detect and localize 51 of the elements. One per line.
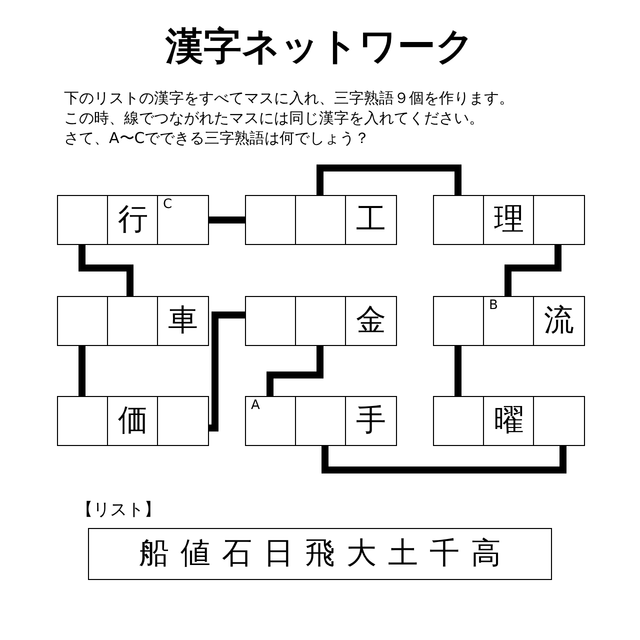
answer-cell: [107, 396, 158, 446]
title: 漢字ネットワーク: [164, 23, 476, 70]
kanji-character: 車: [168, 303, 198, 339]
answer-cell: [57, 195, 108, 245]
connector-line: [454, 346, 462, 396]
answer-cell: [245, 195, 296, 245]
answer-cell: [245, 396, 296, 446]
kanji-character: 行: [118, 202, 148, 238]
instruction-text: さて、A〜Cでできる三字熟語は何でしょう？: [64, 128, 371, 148]
answer-cell: [345, 195, 396, 245]
answer-cell: [345, 296, 396, 346]
connector-line: [207, 216, 245, 224]
answer-cell: [107, 195, 158, 245]
position-letter: C: [163, 197, 172, 213]
answer-cell: [533, 296, 584, 346]
answer-cell: [483, 296, 534, 346]
connector-line: [78, 346, 86, 396]
answer-cell: [483, 396, 534, 446]
list-heading: 【リスト】: [76, 499, 161, 522]
answer-cell: [433, 195, 484, 245]
word-list-box: [88, 528, 552, 580]
answer-cell: [157, 396, 208, 446]
answer-cell: [345, 396, 396, 446]
position-letter: B: [489, 298, 498, 314]
answer-cell: [295, 296, 346, 346]
answer-cell: [57, 396, 108, 446]
kanji-character: 流: [544, 303, 574, 339]
kanji-character: 金: [356, 303, 386, 339]
kanji-character: 曜: [494, 403, 524, 439]
answer-cell: [107, 296, 158, 346]
connector-line: [322, 446, 566, 474]
answer-cell: [157, 195, 208, 245]
answer-cell: [533, 195, 584, 245]
kanji-character: 工: [356, 202, 386, 238]
kanji-character: 理: [494, 202, 524, 238]
position-letter: A: [251, 398, 260, 414]
connector-line: [207, 312, 245, 432]
answer-cell: [433, 396, 484, 446]
answer-cell: [245, 296, 296, 346]
instruction-text: この時、線でつながれたマスには同じ漢字を入れてください。: [64, 108, 485, 128]
answer-cell: [533, 396, 584, 446]
answer-cell: [295, 195, 346, 245]
kanji-character: 価: [118, 403, 148, 439]
instruction-text: 下のリストの漢字をすべてマスに入れ、三字熟語９個を作ります。: [64, 88, 515, 108]
kanji-character: 手: [356, 403, 386, 439]
kanji-list: 船 値 石 日 飛 大 土 千 高: [138, 535, 502, 573]
answer-cell: [157, 296, 208, 346]
answer-cell: [295, 396, 346, 446]
answer-cell: [57, 296, 108, 346]
answer-cell: [433, 296, 484, 346]
answer-cell: [483, 195, 534, 245]
